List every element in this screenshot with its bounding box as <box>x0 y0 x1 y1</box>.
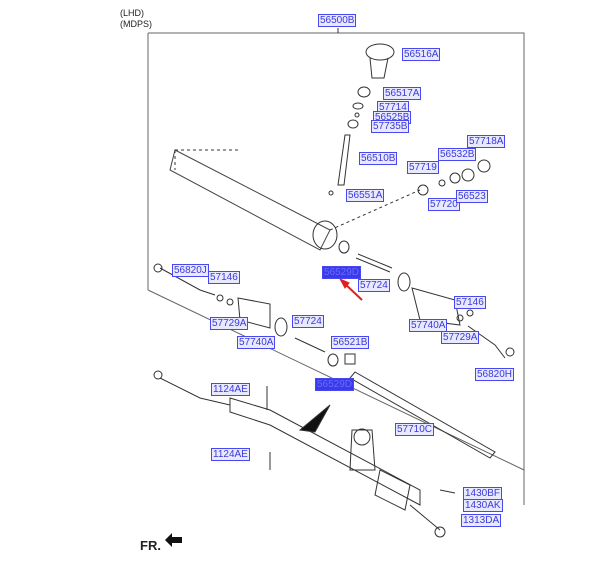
part-label-56529d[interactable]: 56529D <box>322 266 362 279</box>
front-direction-label: FR. <box>140 538 161 553</box>
part-label-57735b[interactable]: 57735B <box>371 120 410 133</box>
part-label-56529d[interactable]: 56529D <box>315 378 355 391</box>
part-label-57710c[interactable]: 57710C <box>395 423 435 436</box>
part-label-57729a[interactable]: 57729A <box>441 331 480 344</box>
part-label-56516a[interactable]: 56516A <box>402 48 441 61</box>
part-label-56523[interactable]: 56523 <box>456 190 488 203</box>
part-label-1313da[interactable]: 1313DA <box>461 514 502 527</box>
assembly-frame <box>148 32 525 505</box>
variant-label-mdps: (MDPS) <box>120 19 152 29</box>
part-label-57719[interactable]: 57719 <box>407 161 439 174</box>
part-label-57146[interactable]: 57146 <box>454 296 486 309</box>
part-label-56532b[interactable]: 56532B <box>438 148 477 161</box>
part-label-56820h[interactable]: 56820H <box>475 368 515 381</box>
rack-housing-upper <box>169 149 421 251</box>
red-arrow-icon <box>338 277 363 301</box>
part-label-57718a[interactable]: 57718A <box>467 135 506 148</box>
part-label-57740a[interactable]: 57740A <box>409 319 448 332</box>
part-label-56521b[interactable]: 56521B <box>331 336 370 349</box>
front-arrow-icon <box>165 533 182 547</box>
part-label-57724[interactable]: 57724 <box>292 315 324 328</box>
part-label-56517a[interactable]: 56517A <box>383 87 422 100</box>
part-label-56551a[interactable]: 56551A <box>346 189 385 202</box>
part-label-1430ak[interactable]: 1430AK <box>463 499 503 512</box>
part-label-57740a[interactable]: 57740A <box>237 336 276 349</box>
part-label-57146[interactable]: 57146 <box>208 271 240 284</box>
part-label-56820j[interactable]: 56820J <box>172 264 209 277</box>
part-label-1124ae[interactable]: 1124AE <box>211 383 250 396</box>
variant-label-lhd: (LHD) <box>120 8 144 18</box>
part-label-1124ae[interactable]: 1124AE <box>211 448 250 461</box>
part-label-56510b[interactable]: 56510B <box>359 152 398 165</box>
part-label-57729a[interactable]: 57729A <box>210 317 249 330</box>
part-label-57724[interactable]: 57724 <box>358 279 390 292</box>
rack-assembly-lower <box>153 370 456 538</box>
part-label-57720[interactable]: 57720 <box>428 198 460 211</box>
part-label-56500b[interactable]: 56500B <box>318 14 357 27</box>
